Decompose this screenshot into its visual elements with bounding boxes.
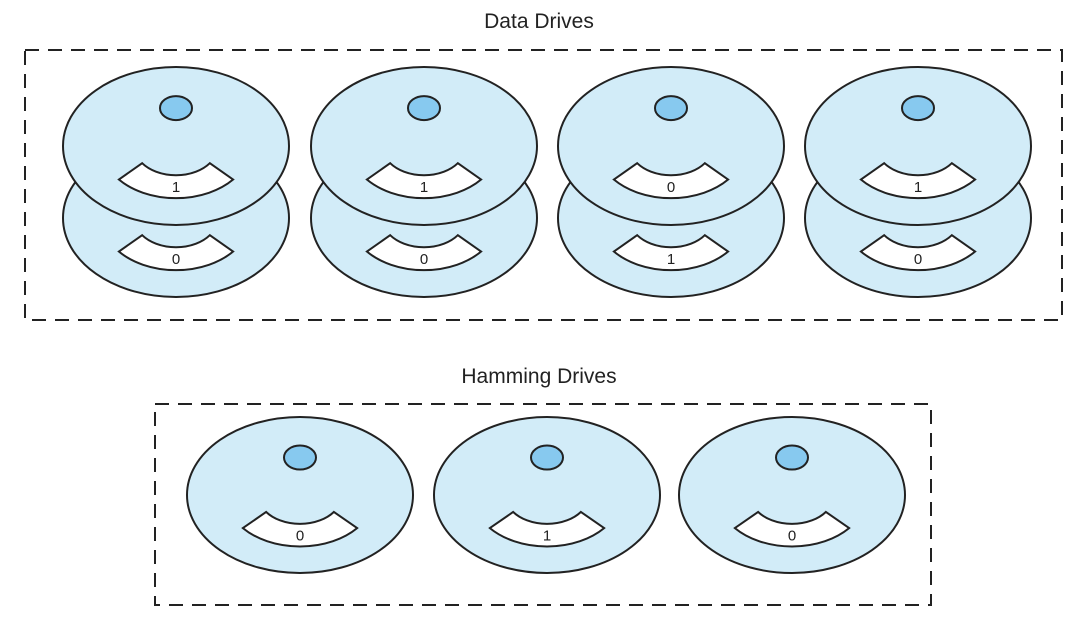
data-drive-1-top-platter: 1	[62, 66, 290, 226]
data-drive-4-bottom-platter-bit-label: 0	[914, 251, 922, 268]
data-drive-3-top-platter-spindle-hub	[654, 95, 688, 122]
hamming-drive-2-platter-bit-label: 1	[543, 528, 551, 545]
hamming-drives-group: Hamming Drives 0 1 0	[154, 365, 932, 606]
data-drive-1-top-platter-spindle-hub	[159, 95, 193, 122]
data-drive-2-bottom-platter-bit-sector	[365, 233, 483, 272]
data-drive-4: 01	[804, 66, 1032, 298]
hamming-drive-2-platter-bit-sector	[488, 510, 606, 548]
hamming-drive-3-platter-bit-label: 0	[788, 528, 796, 545]
data-drive-2-bottom-platter-bit-label: 0	[420, 251, 428, 268]
hamming-drive-3-platter-spindle-hub	[775, 444, 809, 471]
data-drive-1-bottom-platter-bit-sector	[117, 233, 235, 272]
data-drive-1: 01	[62, 66, 290, 298]
data-drive-1-top-platter-disk	[62, 66, 290, 226]
data-drive-3-top-platter-disk	[557, 66, 785, 226]
data-drives-title: Data Drives	[484, 10, 594, 33]
hamming-drive-1-platter-bit-sector	[241, 510, 359, 548]
hamming-drive-1-platter-disk	[186, 416, 414, 574]
hamming-drive-1: 0	[186, 416, 414, 574]
hamming-drive-2-platter: 1	[433, 416, 661, 574]
hamming-drive-3-platter: 0	[678, 416, 906, 574]
hamming-drive-2: 1	[433, 416, 661, 574]
data-drive-3-top-platter-bit-sector	[612, 161, 730, 200]
hamming-drive-1-platter-bit-label: 0	[296, 528, 304, 545]
data-drive-2-top-platter-spindle-hub	[407, 95, 441, 122]
hamming-drive-3-platter-disk	[678, 416, 906, 574]
data-drive-1-top-platter-bit-label: 1	[172, 179, 180, 196]
data-drive-3-bottom-platter-bit-label: 1	[667, 251, 675, 268]
data-drive-2-top-platter-disk	[310, 66, 538, 226]
hamming-drive-3-platter-bit-sector	[733, 510, 851, 548]
hamming-drive-3: 0	[678, 416, 906, 574]
data-drives-box	[24, 49, 1063, 321]
hamming-drive-2-platter-disk	[433, 416, 661, 574]
data-drive-2-top-platter: 1	[310, 66, 538, 226]
data-drive-1-top-platter-bit-sector	[117, 161, 235, 200]
data-drive-4-top-platter-bit-label: 1	[914, 179, 922, 196]
data-drive-3-bottom-platter-bit-sector	[612, 233, 730, 272]
data-drive-4-top-platter-disk	[804, 66, 1032, 226]
data-drive-4-bottom-platter-bit-sector	[859, 233, 977, 272]
data-drive-4-top-platter-spindle-hub	[901, 95, 935, 122]
data-drive-2-top-platter-bit-sector	[365, 161, 483, 200]
data-drive-3: 10	[557, 66, 785, 298]
data-drive-3-top-platter-bit-label: 0	[667, 179, 675, 196]
hamming-drive-2-platter-spindle-hub	[530, 444, 564, 471]
data-drive-2-top-platter-bit-label: 1	[420, 179, 428, 196]
data-drive-1-bottom-platter-bit-label: 0	[172, 251, 180, 268]
data-drive-4-top-platter-bit-sector	[859, 161, 977, 200]
hamming-drives-title: Hamming Drives	[461, 365, 616, 388]
hamming-drives-box	[154, 403, 932, 606]
data-drive-2: 01	[310, 66, 538, 298]
data-drive-3-top-platter: 0	[557, 66, 785, 226]
hamming-drive-1-platter-spindle-hub	[283, 444, 317, 471]
hamming-drives-row: 0 1 0	[186, 416, 906, 574]
data-drive-4-top-platter: 1	[804, 66, 1032, 226]
hamming-drive-1-platter: 0	[186, 416, 414, 574]
